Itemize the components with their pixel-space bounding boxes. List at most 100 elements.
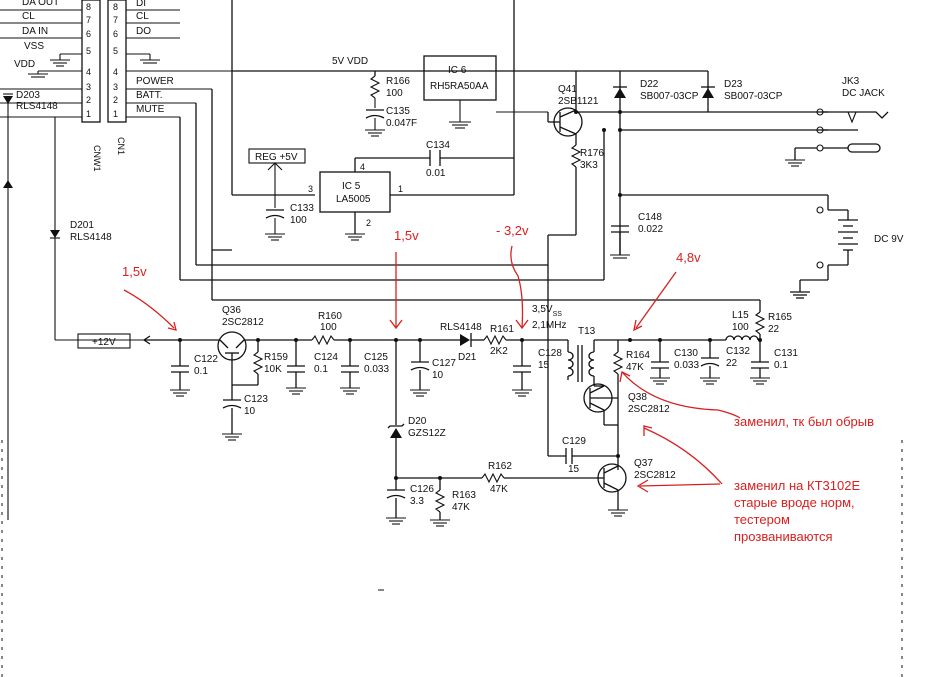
annotation-voltage-r161: - 3,2v <box>496 223 529 238</box>
signal-label: MUTE <box>136 104 165 115</box>
diode-d21: RLS4148 D21 <box>396 322 484 363</box>
capacitor-c122: C122 0.1 <box>170 340 218 397</box>
capacitor-c123: C123 10 <box>222 385 268 441</box>
annotation-v1: 1,5v <box>122 264 177 331</box>
connector-cn1: CN1 <box>107 0 127 155</box>
q37-label: Q37 <box>634 458 653 469</box>
resistor-r160: R160 100 <box>311 311 396 346</box>
ic5-pin1: 1 <box>398 184 403 194</box>
r164-label: R164 <box>626 350 650 361</box>
c133-label: C133 <box>290 203 314 214</box>
resistor-r159: R159 10K <box>232 340 288 386</box>
annotation-q37-line2: старые вроде норм, <box>734 495 855 510</box>
signal-label: CL <box>136 11 149 22</box>
annotation-q37-line1: заменил на КТ3102Е <box>734 478 860 493</box>
pin-num: 4 <box>86 67 91 77</box>
c129-label: C129 <box>562 436 586 447</box>
connector-cnw1: CNW1 <box>81 0 102 172</box>
capacitor-c127: C127 10 <box>410 340 456 397</box>
c131-value: 0.1 <box>774 360 788 371</box>
c125-value: 0.033 <box>364 364 389 375</box>
annotation-v3: - 3,2v <box>496 223 529 330</box>
pin-num: 1 <box>113 109 118 119</box>
transistor-q38: Q38 2SC2812 <box>583 383 670 470</box>
resistor-r166: R166 100 <box>369 75 410 108</box>
annotation-r164-text: заменил, тк был обрыв <box>734 414 874 429</box>
r165-value: 22 <box>768 324 780 335</box>
transistor-q36: Q36 2SC2812 <box>217 305 312 385</box>
signal-label: DI <box>136 0 146 9</box>
r166-value: 100 <box>386 88 403 99</box>
d21-value: RLS4148 <box>440 322 482 333</box>
d22-label: D22 <box>640 79 659 90</box>
r165-label: R165 <box>768 312 792 323</box>
d20-value: GZS12Z <box>408 428 446 439</box>
connector-right-signals: DI CL DO POWER BATT. MUTE <box>136 0 174 115</box>
dc9v-label: DC 9V <box>874 234 904 245</box>
l15-label: L15 <box>732 310 749 321</box>
ic6-value: RH5RA50AA <box>430 81 489 92</box>
plus12v-label: +12V <box>92 337 116 348</box>
pin-num: 6 <box>86 29 91 39</box>
c122-value: 0.1 <box>194 366 208 377</box>
connector-left-signals: DA OUT CL DA IN VSS VDD <box>14 0 59 70</box>
c128-value: 15 <box>538 360 550 371</box>
c132-value: 22 <box>726 358 738 369</box>
annotation-r164-note: заменил, тк был обрыв <box>619 371 874 429</box>
resistor-r161: R161 2K2 <box>483 324 568 357</box>
jk3-label: JK3 <box>842 76 860 87</box>
d203-value: RLS4148 <box>16 101 58 112</box>
resistor-r163: R163 47K <box>430 478 476 527</box>
resistor-r176: R176 3K3 <box>547 144 604 300</box>
q41-value: 2SB1121 <box>558 96 599 107</box>
signal-label: POWER <box>136 76 174 87</box>
diode-d23: D23 SB007-03CP <box>620 70 783 112</box>
annotation-q37-line4: прозваниваются <box>734 529 833 544</box>
capacitor-c131: C131 0.1 <box>750 340 798 385</box>
c134-value: 0.01 <box>426 168 446 179</box>
q38-label: Q38 <box>628 392 647 403</box>
r160-value: 100 <box>320 322 337 333</box>
capacitor-c133: C133 100 <box>265 203 314 241</box>
signal-label: DA IN <box>22 26 48 37</box>
t13-label: T13 <box>578 326 596 337</box>
jk3-value: DC JACK <box>842 88 885 99</box>
d23-value: SB007-03CP <box>724 91 783 102</box>
pin-num: 3 <box>86 82 91 92</box>
r159-value: 10K <box>264 364 282 375</box>
c124-value: 0.1 <box>314 364 328 375</box>
q37-value: 2SC2812 <box>634 470 676 481</box>
c132-label: C132 <box>726 346 750 357</box>
c148-label: C148 <box>638 212 662 223</box>
q41-label: Q41 <box>558 84 577 95</box>
c123-value: 10 <box>244 406 256 417</box>
resistor-r162: R162 47K <box>396 461 600 495</box>
capacitor-c124: C124 0.1 <box>286 340 338 395</box>
cn1-label: CN1 <box>116 137 126 155</box>
ic5-pin2: 2 <box>366 218 371 228</box>
pin-num: 6 <box>113 29 118 39</box>
cnw1-label: CNW1 <box>92 145 102 172</box>
d201-label: D201 <box>70 220 94 231</box>
vss-label: 3,5VSS <box>532 304 562 318</box>
capacitor-c125: C125 0.033 <box>340 340 389 395</box>
d20-label: D20 <box>408 416 427 427</box>
diode-d203: D203 RLS4148 <box>3 90 58 520</box>
signal-label: VDD <box>14 59 35 70</box>
q38-value: 2SC2812 <box>628 404 670 415</box>
r160-label: R160 <box>318 311 342 322</box>
signal-label: BATT. <box>136 90 162 101</box>
r164-value: 47K <box>626 362 644 373</box>
c127-label: C127 <box>432 358 456 369</box>
annotation-v4: 4,8v <box>633 250 701 332</box>
transformer-t13: T13 <box>547 300 700 457</box>
c124-label: C124 <box>314 352 338 363</box>
c133-value: 100 <box>290 215 307 226</box>
ic5-value: LA5005 <box>336 194 371 205</box>
annotation-q37-note: заменил на КТ3102Е старые вроде норм, те… <box>636 425 860 544</box>
pin-num: 7 <box>113 15 118 25</box>
r176-label: R176 <box>580 148 604 159</box>
q36-label: Q36 <box>222 305 241 316</box>
r161-label: R161 <box>490 324 514 335</box>
